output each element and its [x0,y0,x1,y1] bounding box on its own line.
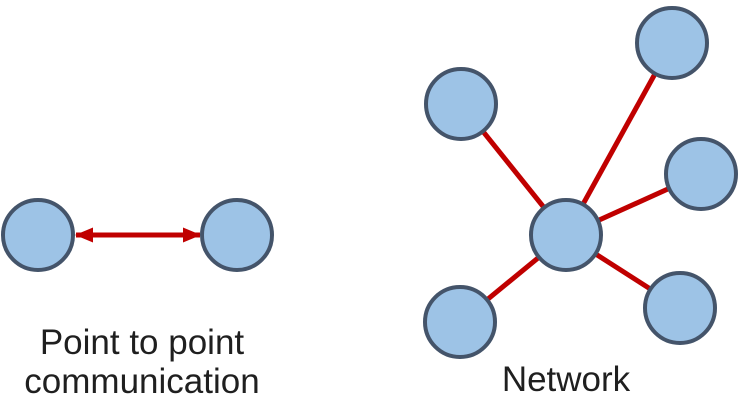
point-to-point-label: Point to point communication [24,323,259,401]
network-label: Network [502,360,630,399]
network-node [200,198,274,272]
network-node [643,271,717,345]
network-node [635,6,709,80]
network-hub-node [529,198,603,272]
label-line-1: Point to point [39,323,245,362]
label-line-1: Network [501,360,631,399]
edges-layer [75,41,703,324]
network-node [664,137,738,211]
network-node [1,198,75,272]
network-node [423,285,497,359]
label-line-2: communication [24,362,260,401]
nodes-layer [1,6,738,359]
network-node [424,67,498,141]
